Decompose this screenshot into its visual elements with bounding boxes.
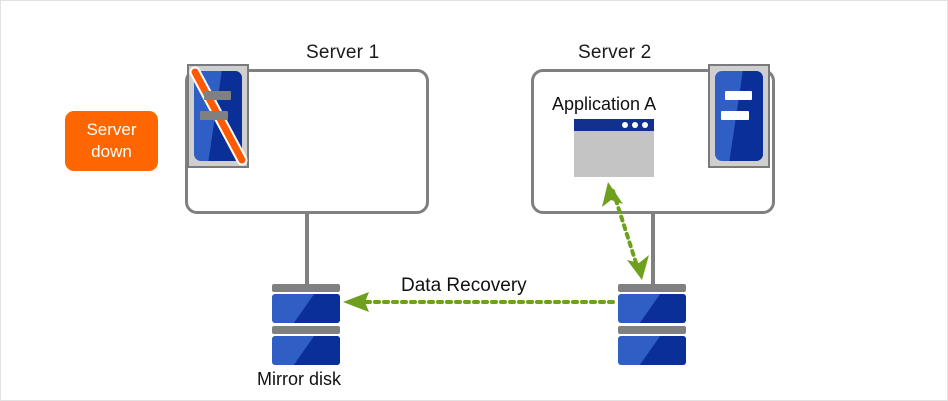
application-window-titlebar bbox=[574, 119, 654, 131]
disk-cap bbox=[272, 284, 340, 292]
connector-server2-to-disk bbox=[651, 212, 655, 289]
application-label: Application A bbox=[552, 94, 657, 114]
server2-disk-stack bbox=[618, 284, 686, 368]
status-badge-server-down: Server down bbox=[65, 111, 158, 171]
disk-body bbox=[272, 294, 340, 323]
status-badge-line1: Server bbox=[86, 120, 137, 139]
server-rack-bar bbox=[203, 90, 232, 100]
connector-server1-to-mirror-disk bbox=[305, 212, 309, 289]
server-rack-bar bbox=[720, 110, 749, 120]
app-disk-access-arrowhead-down-icon bbox=[627, 255, 649, 280]
server2-title: Server 2 bbox=[578, 42, 652, 63]
application-window-icon bbox=[574, 119, 654, 177]
disk-unit bbox=[618, 326, 686, 365]
mirror-disk-stack bbox=[272, 284, 340, 368]
server1-title: Server 1 bbox=[306, 42, 380, 63]
disk-unit bbox=[618, 284, 686, 323]
disk-cap bbox=[618, 284, 686, 292]
server-rack-icon-offline bbox=[187, 64, 249, 168]
window-dot-icon bbox=[632, 122, 638, 128]
mirror-disk-label: Mirror disk bbox=[257, 369, 341, 389]
disk-body bbox=[272, 336, 340, 365]
server-rack-body bbox=[715, 71, 763, 161]
window-dot-icon bbox=[622, 122, 628, 128]
server-rack-bar bbox=[724, 90, 753, 100]
disk-cap bbox=[618, 326, 686, 334]
disk-cap bbox=[272, 326, 340, 334]
data-recovery-arrowhead-icon bbox=[343, 292, 369, 312]
disk-unit bbox=[272, 326, 340, 365]
server-rack-bar bbox=[199, 110, 228, 120]
data-recovery-label: Data Recovery bbox=[401, 275, 527, 296]
disk-unit bbox=[272, 284, 340, 323]
server-rack-icon-online bbox=[708, 64, 770, 168]
server-rack-body bbox=[194, 71, 242, 161]
window-dot-icon bbox=[642, 122, 648, 128]
disk-body bbox=[618, 294, 686, 323]
status-badge-line2: down bbox=[91, 142, 132, 161]
disk-body bbox=[618, 336, 686, 365]
